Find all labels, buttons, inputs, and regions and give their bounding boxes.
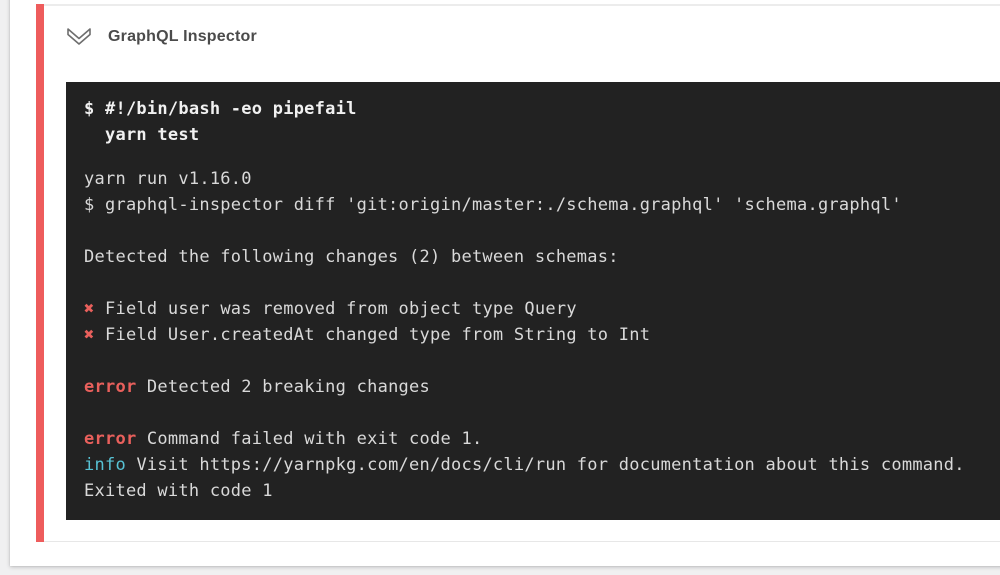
terminal-text-segment: $ graphql-inspector diff 'git:origin/mas… [84,195,902,215]
failed-step-section: GraphQL Inspector $ #!/bin/bash -eo pipe… [36,4,1000,542]
terminal-line: error Command failed with exit code 1. [84,426,1000,452]
terminal-text-segment: error [84,377,137,397]
terminal-text-segment: info [84,455,126,475]
terminal-text-segment: error [84,429,137,449]
terminal-command: $ #!/bin/bash -eo pipefail yarn test [84,99,357,145]
failed-status-bar [36,4,44,542]
terminal-line: Exited with code 1 [84,478,1000,504]
terminal-log: yarn run v1.16.0 $ graphql-inspector diff… [84,166,1000,504]
step-header[interactable]: GraphQL Inspector [64,24,257,50]
collapse-chevron-icon[interactable] [64,24,94,50]
build-output-card: GraphQL Inspector $ #!/bin/bash -eo pipe… [10,0,1000,566]
terminal-text-segment: Command failed with exit code 1. [136,429,483,449]
terminal-text-segment: Field User.createdAt changed type from S… [94,325,651,345]
terminal-text-segment: Detected the following changes (2) betwe… [84,247,619,267]
terminal-text-segment: Field user was removed from object type … [94,299,577,319]
terminal-text-segment: Exited with code 1 [84,481,273,501]
terminal-line: yarn run v1.16.0 [84,166,1000,192]
step-body: GraphQL Inspector $ #!/bin/bash -eo pipe… [44,4,1000,542]
terminal-line: ✖ Field User.createdAt changed type from… [84,322,1000,348]
step-title: GraphQL Inspector [108,28,257,45]
terminal-text-segment: ✖ [84,299,95,319]
terminal-line [84,400,1000,426]
terminal-text-segment: Detected 2 breaking changes [136,377,431,397]
terminal-text-segment: Visit https://yarnpkg.com/en/docs/cli/ru… [125,455,965,475]
terminal-line: error Detected 2 breaking changes [84,374,1000,400]
terminal-text-segment: yarn run v1.16.0 [84,169,252,189]
terminal-line [84,218,1000,244]
terminal-output: $ #!/bin/bash -eo pipefail yarn test yar… [66,82,1000,520]
terminal-text-segment: ✖ [84,325,95,345]
terminal-line [84,348,1000,374]
terminal-line: Detected the following changes (2) betwe… [84,244,1000,270]
terminal-line: $ graphql-inspector diff 'git:origin/mas… [84,192,1000,218]
terminal-line [84,270,1000,296]
terminal-line: ✖ Field user was removed from object typ… [84,296,1000,322]
terminal-line: info Visit https://yarnpkg.com/en/docs/c… [84,452,1000,478]
